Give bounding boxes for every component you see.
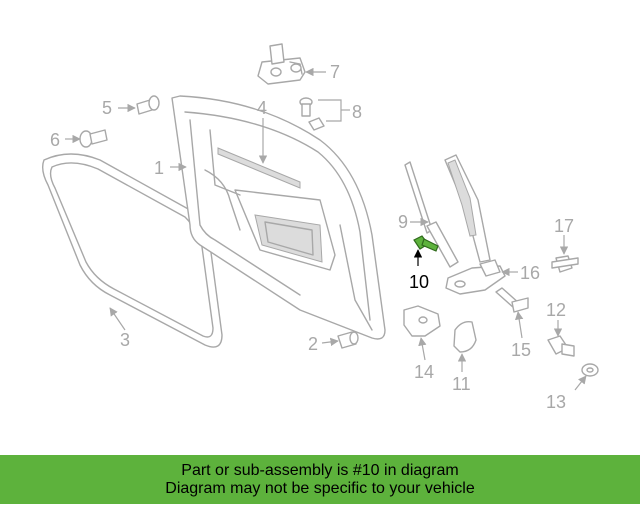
part-7-hinge <box>257 43 306 85</box>
label-1: 1 <box>154 158 164 178</box>
part-5-bolt <box>136 95 160 115</box>
part-8-bolt-nut <box>299 97 325 131</box>
label-3: 3 <box>120 330 130 350</box>
part-14-bracket <box>403 305 441 337</box>
label-9: 9 <box>398 212 408 232</box>
part-17-clip <box>551 255 579 273</box>
info-banner: Part or sub-assembly is #10 in diagram D… <box>0 455 640 504</box>
part-labels: 1 2 3 4 5 6 7 8 9 10 11 12 13 14 15 16 1… <box>50 62 574 412</box>
label-11: 11 <box>452 374 471 394</box>
part-6-bolt <box>79 129 108 148</box>
label-8: 8 <box>352 102 362 122</box>
part-9-gas-strut <box>404 161 459 268</box>
part-15-push-pin <box>495 287 529 313</box>
label-5: 5 <box>102 98 112 118</box>
part-10-bolt-highlighted[interactable] <box>413 235 439 252</box>
label-4: 4 <box>257 98 267 118</box>
banner-line-part: Part or sub-assembly is #10 in diagram <box>181 461 459 479</box>
banner-line-disclaimer: Diagram may not be specific to your vehi… <box>165 479 475 497</box>
part-16-strut-arm <box>444 154 506 295</box>
leader-lines <box>65 67 587 391</box>
label-15: 15 <box>511 340 531 360</box>
label-2: 2 <box>308 334 318 354</box>
label-7: 7 <box>330 62 340 82</box>
part-3-weatherstrip <box>41 153 223 348</box>
label-10: 10 <box>409 272 429 292</box>
label-13: 13 <box>546 392 566 412</box>
label-14: 14 <box>414 362 434 382</box>
part-2-bumper <box>337 331 359 349</box>
part-1-liftgate <box>171 95 386 340</box>
label-16: 16 <box>520 263 540 283</box>
label-17: 17 <box>554 216 574 236</box>
part-13-nut <box>581 363 599 377</box>
label-6: 6 <box>50 130 60 150</box>
parts-diagram: 1 2 3 4 5 6 7 8 9 10 11 12 13 14 15 16 1… <box>41 43 599 412</box>
part-11-cover <box>453 320 477 353</box>
part-12-bolt <box>547 335 575 357</box>
label-12: 12 <box>546 300 566 320</box>
